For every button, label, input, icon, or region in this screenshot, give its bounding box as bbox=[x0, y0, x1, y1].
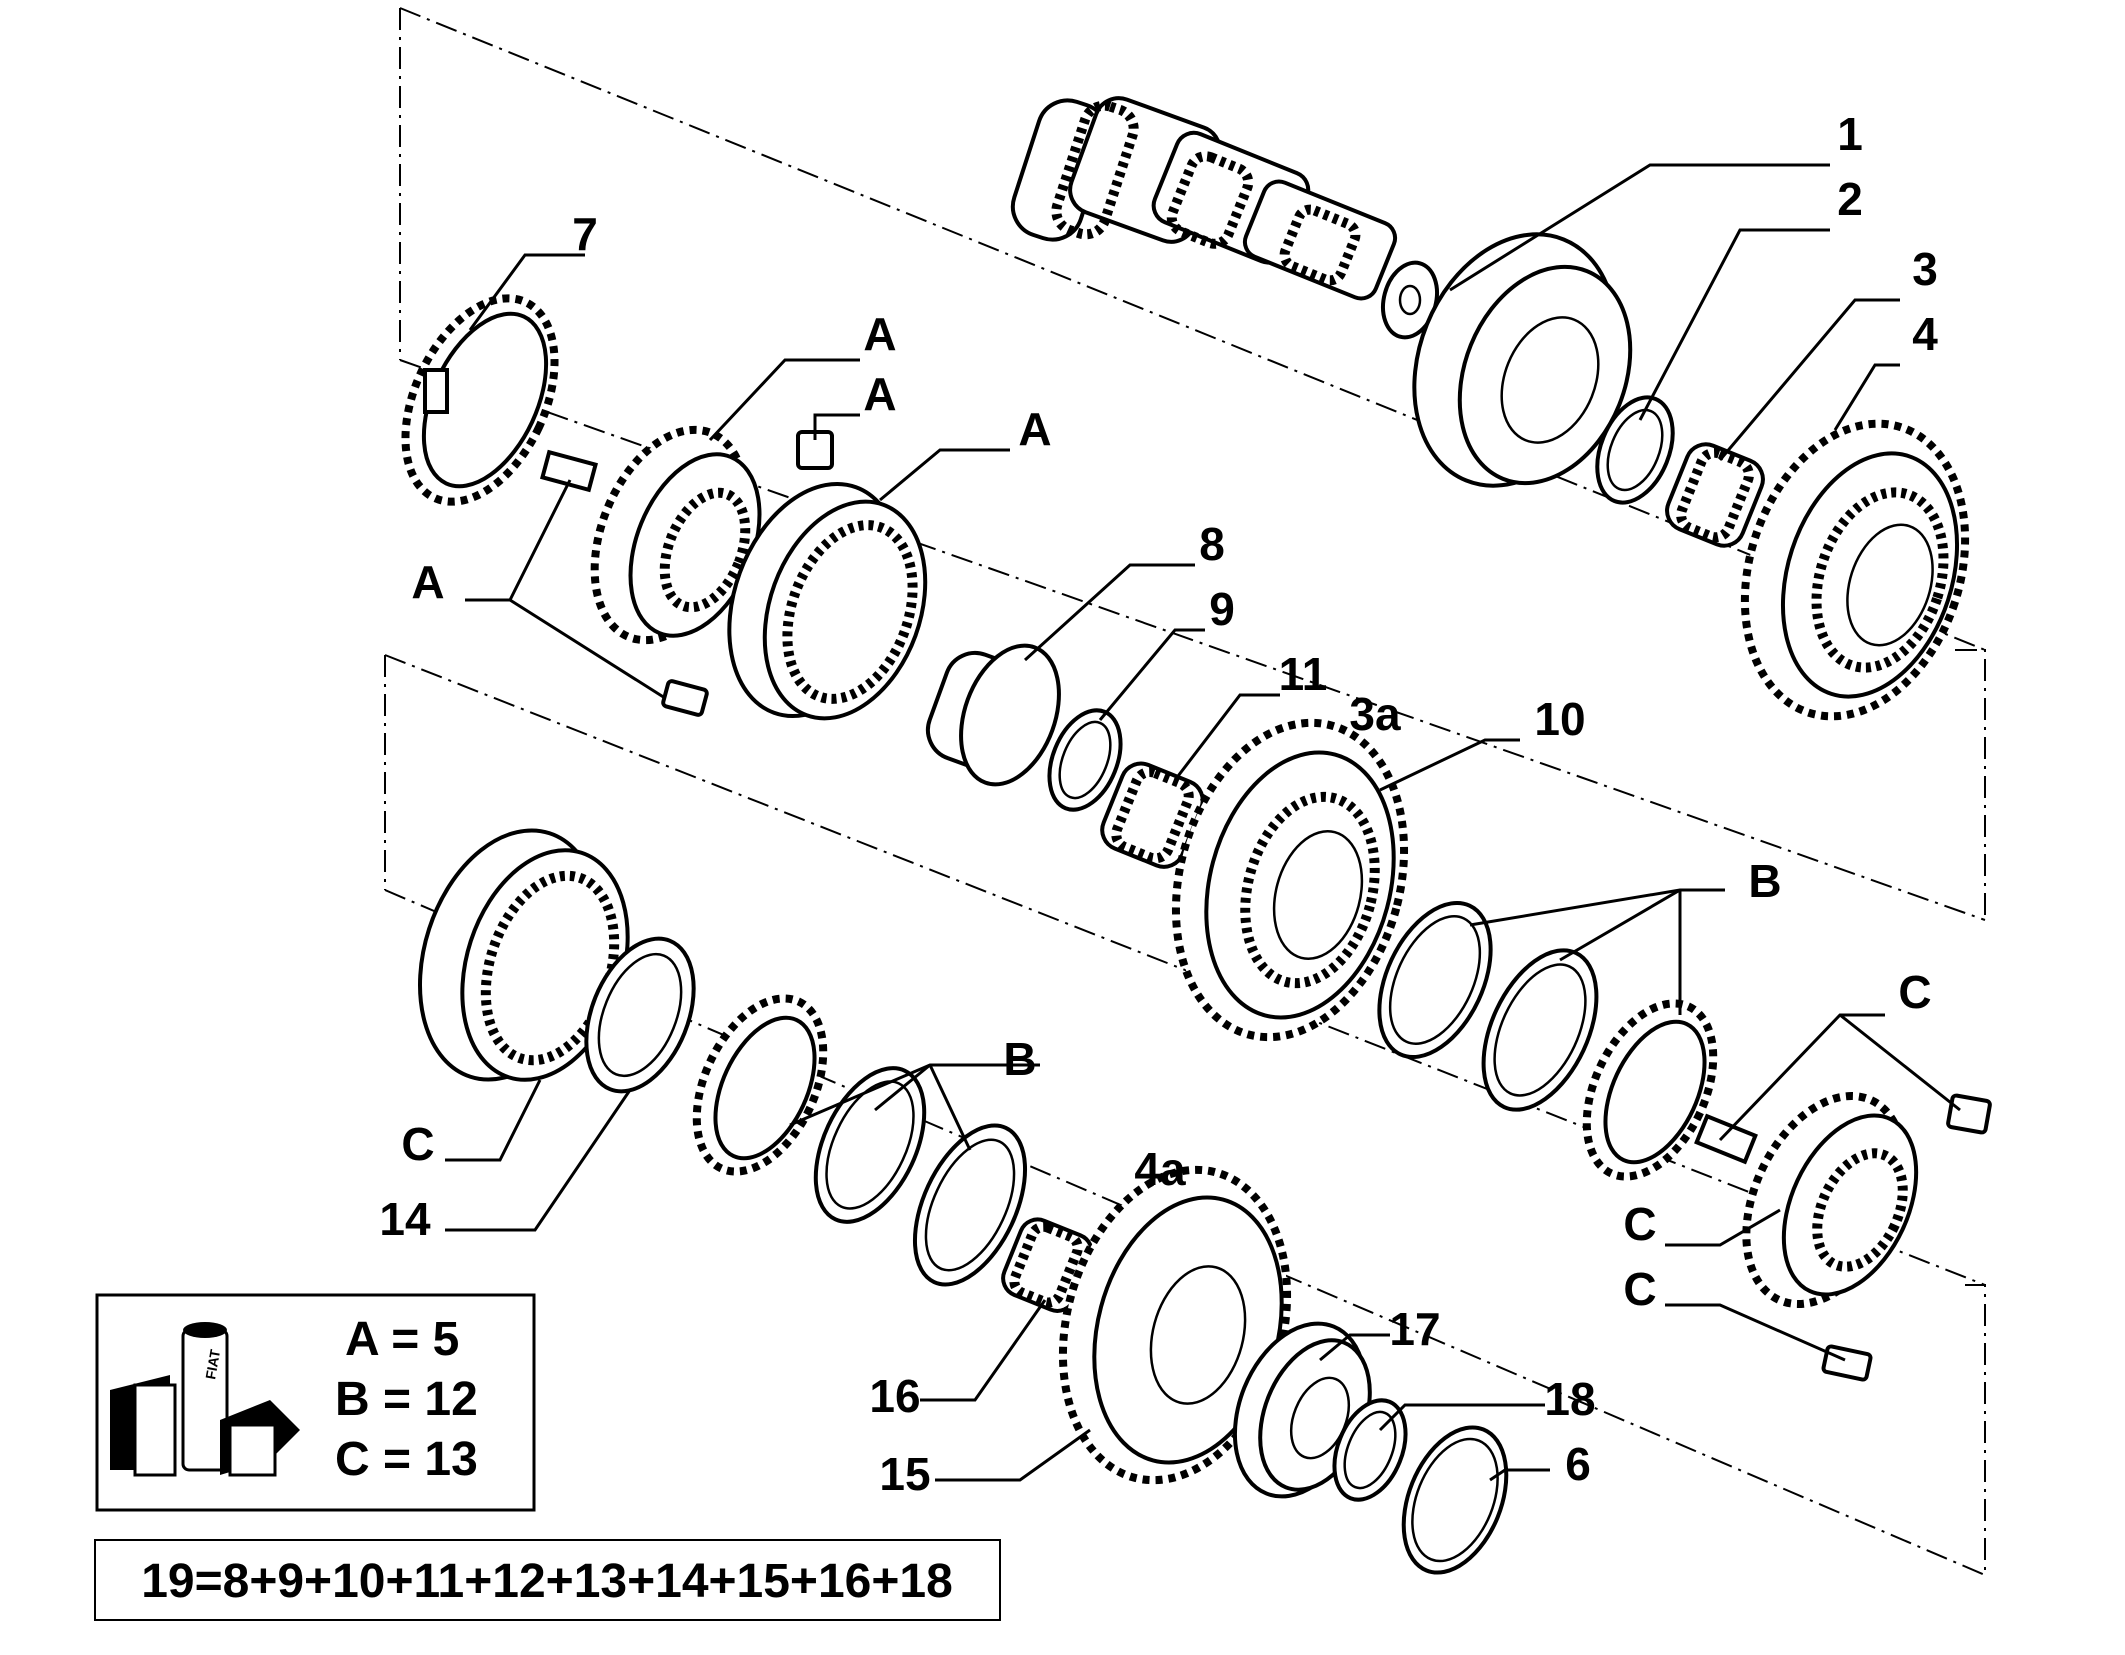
callout-9: 9 bbox=[1209, 583, 1235, 635]
part-2-snap-ring bbox=[1595, 395, 1675, 505]
callout-1: 1 bbox=[1837, 108, 1863, 160]
callout-b: B bbox=[1748, 855, 1781, 907]
callout-a: A bbox=[863, 308, 896, 360]
callout-15: 15 bbox=[879, 1448, 930, 1500]
part-c-key bbox=[1694, 1113, 1758, 1165]
callout-11: 11 bbox=[1279, 648, 1328, 700]
callout-3: 3 bbox=[1912, 243, 1938, 295]
part-6-shim bbox=[1401, 1425, 1509, 1575]
assembly-formula: 19=8+9+10+11+12+13+14+15+16+18 bbox=[141, 1555, 953, 1608]
callout-7: 7 bbox=[572, 208, 598, 260]
legend-b: B = 12 bbox=[335, 1373, 478, 1426]
callout-a: A bbox=[863, 368, 896, 420]
callout-16: 16 bbox=[869, 1370, 920, 1422]
callout-18: 18 bbox=[1544, 1373, 1595, 1425]
callout-17: 17 bbox=[1389, 1303, 1440, 1355]
part-1-shaft-and-bearing bbox=[1010, 96, 1633, 488]
callout-14: 14 bbox=[379, 1193, 431, 1245]
leader-lines bbox=[445, 163, 1961, 1482]
fiat-logo-icon: FIAT bbox=[110, 1322, 300, 1477]
callout-b: B bbox=[1003, 1033, 1036, 1085]
callout-2: 2 bbox=[1837, 173, 1863, 225]
legend-c: C = 13 bbox=[335, 1433, 478, 1486]
logo-text: FIAT bbox=[202, 1348, 223, 1381]
part-a-key bbox=[540, 449, 598, 493]
part-c-synchro-hub bbox=[1742, 1092, 1919, 1308]
part-7-synchro-ring bbox=[401, 294, 559, 506]
callout-4a: 4a bbox=[1134, 1143, 1186, 1195]
part-c-spring-clip bbox=[1946, 1093, 1992, 1135]
legend-a: A = 5 bbox=[345, 1313, 459, 1366]
callout-c: C bbox=[1623, 1198, 1656, 1250]
callout-3a: 3a bbox=[1349, 688, 1401, 740]
part-c-spring-clip bbox=[1821, 1344, 1873, 1382]
callout-c: C bbox=[1898, 966, 1931, 1018]
part-b-synchro-rings bbox=[1377, 900, 1718, 1181]
callout-a: A bbox=[1018, 403, 1051, 455]
part-b-synchro-rings-lower bbox=[692, 994, 1028, 1287]
part-14-ring bbox=[584, 936, 696, 1094]
callout-8: 8 bbox=[1199, 518, 1225, 570]
legend-box: FIAT A = 5 B = 12 C = 13 bbox=[95, 1293, 536, 1512]
callout-10: 10 bbox=[1534, 693, 1585, 745]
formula-box: 19=8+9+10+11+12+13+14+15+16+18 bbox=[94, 1539, 1001, 1621]
callout-c: C bbox=[1623, 1263, 1656, 1315]
part-18-snap-ring bbox=[1332, 1398, 1408, 1502]
callout-4: 4 bbox=[1912, 308, 1938, 360]
callout-6: 6 bbox=[1565, 1438, 1591, 1490]
part-a-spring-clip bbox=[661, 679, 709, 717]
part-3-needle-bearing bbox=[1665, 442, 1765, 548]
part-10-gear bbox=[1171, 718, 1409, 1042]
part-4-gear bbox=[1740, 419, 1970, 721]
part-9-snap-ring bbox=[1047, 708, 1123, 812]
part-8-bushing bbox=[925, 643, 1061, 787]
part-a-synchro-hub bbox=[590, 425, 762, 645]
callout-labels: 1 2 3 4 7 A A A A 8 9 11 3a 10 B C C C C… bbox=[379, 108, 1938, 1500]
part-a-sleeve bbox=[727, 481, 928, 721]
callout-a: A bbox=[411, 556, 444, 608]
callout-c: C bbox=[401, 1118, 434, 1170]
